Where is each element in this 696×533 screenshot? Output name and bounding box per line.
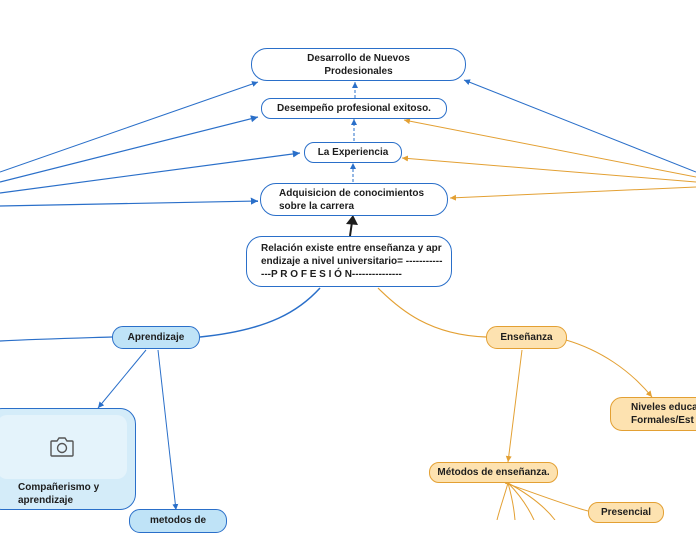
connector-right-desarrollo: [463, 79, 696, 173]
connector-ensenanza-niveles: [565, 339, 653, 398]
node-ensenanza[interactable]: Enseñanza: [486, 326, 567, 349]
node-metodos-de[interactable]: metodos de: [129, 509, 227, 533]
node-experiencia-label: La Experiencia: [317, 147, 389, 158]
node-desempeno[interactable]: Desempeño profesional exitoso.: [261, 98, 447, 119]
connector-metodos-branch-b: [507, 482, 535, 520]
node-desempeno-label: Desempeño profesional exitoso.: [277, 103, 431, 114]
connector-aprendizaje-metodos: [157, 349, 179, 511]
connector-central-aprendizaje: [199, 287, 321, 338]
node-metodos-ensenanza-label: Métodos de enseñanza.: [437, 467, 550, 478]
node-experiencia[interactable]: La Experiencia: [304, 142, 402, 163]
connector-right-experiencia: [401, 155, 696, 183]
connector-aprendizaje-left: [0, 336, 113, 342]
connector-left-desarrollo: [0, 81, 259, 173]
node-companerismo-label: Compañerismo y aprendizaje: [18, 482, 100, 506]
connector-metodos-branch-a: [507, 482, 556, 520]
arrowhead-central: [346, 215, 358, 225]
node-aprendizaje-label: Aprendizaje: [127, 332, 185, 343]
node-desarrollo-label: Desarrollo de Nuevos Prodesionales: [307, 52, 410, 77]
node-metodos-ensenanza[interactable]: Métodos de enseñanza.: [429, 462, 558, 483]
node-central-label: Relación existe entre enseñanza y aprend…: [261, 243, 443, 280]
camera-icon: [50, 437, 74, 457]
connector-left-desempeno: [0, 115, 259, 183]
connector-central-ensenanza: [377, 287, 487, 338]
connector-right-desempeno: [403, 118, 696, 178]
node-adquisicion[interactable]: Adquisicion de conocimientos sobre la ca…: [260, 183, 448, 216]
connector-metodos-presencial: [504, 482, 589, 512]
node-adquisicion-label: Adquisicion de conocimientos sobre la ca…: [279, 187, 425, 212]
node-niveles-label: Niveles educa Formales/Est: [631, 402, 696, 426]
connector-metodos-branch-c: [507, 482, 516, 520]
node-aprendizaje[interactable]: Aprendizaje: [112, 326, 200, 349]
node-central[interactable]: Relación existe entre enseñanza y aprend…: [246, 236, 452, 287]
node-metodos-de-label: metodos de: [149, 515, 207, 526]
connector-metodos-branch-d: [496, 482, 509, 520]
connector-right-adquisicion: [449, 186, 696, 201]
node-ensenanza-label: Enseñanza: [500, 332, 553, 343]
connector-left-adquisicion: [0, 197, 259, 207]
connector-aprendizaje-companerismo: [97, 349, 147, 409]
node-companerismo[interactable]: Compañerismo y aprendizaje: [0, 408, 136, 510]
connector-layer: [0, 79, 696, 520]
connector-ensenanza-metodos: [505, 349, 523, 463]
node-desarrollo[interactable]: Desarrollo de Nuevos Prodesionales: [251, 48, 466, 81]
photo-placeholder: [0, 415, 127, 479]
node-presencial-label: Presencial: [600, 507, 652, 518]
connector-left-experiencia: [0, 150, 301, 194]
node-niveles[interactable]: Niveles educa Formales/Est: [610, 397, 696, 431]
